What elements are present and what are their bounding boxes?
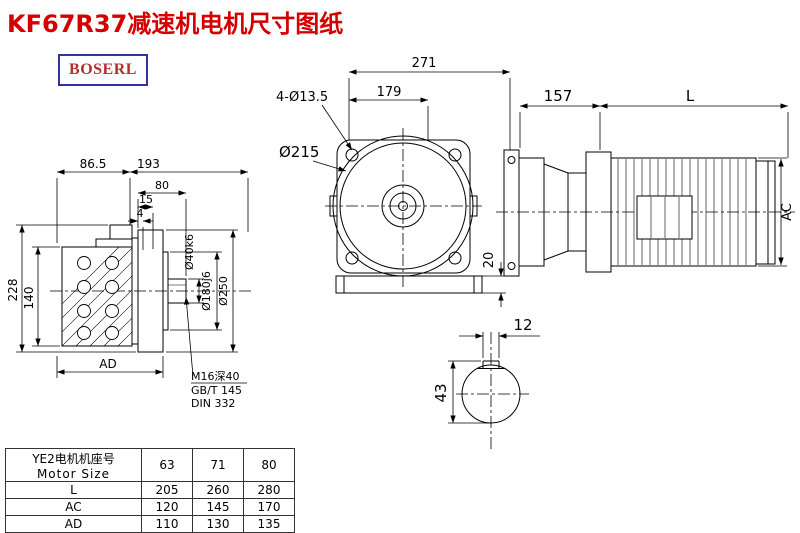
dim-flange-dia-label: Ø250 xyxy=(217,276,230,306)
dim-20-label: 20 xyxy=(482,252,497,269)
row-label-ad: AD xyxy=(5,515,142,533)
cell-ad-63: 110 xyxy=(141,515,193,533)
dim-157-label: 157 xyxy=(544,87,573,105)
table-header-row: YE2电机机座号 Motor Size 63 71 80 xyxy=(5,448,295,482)
boserl-logo-text: BOSERL xyxy=(69,61,137,78)
boserl-logo: BOSERL xyxy=(58,54,148,86)
dim-228-label: 228 xyxy=(6,279,20,302)
motor-view: 157 L AC xyxy=(496,87,795,277)
dim-15-label: 15 xyxy=(139,193,153,206)
dim-193-label: 193 xyxy=(137,157,160,171)
header-size-63: 63 xyxy=(141,448,193,482)
dim-86-5-label: 86.5 xyxy=(80,157,107,171)
page-title: KF67R37减速机电机尺寸图纸 xyxy=(7,10,344,38)
header-size-80: 80 xyxy=(243,448,295,482)
dim-ac-label: AC xyxy=(780,203,795,221)
front-view: 271 179 4-Ø13.5 Ø215 20 xyxy=(276,56,511,307)
cell-l-71: 260 xyxy=(192,481,244,499)
shaft-section-view: 12 43 xyxy=(432,316,540,452)
motor-size-table: YE2电机机座号 Motor Size 63 71 80 L 205 260 2… xyxy=(5,448,295,533)
table-row-ac: AC 120 145 170 xyxy=(5,498,295,516)
cell-l-80: 280 xyxy=(243,481,295,499)
dim-l-label: L xyxy=(686,87,695,105)
row-label-l: L xyxy=(5,481,142,499)
table-row-ad: AD 110 130 135 xyxy=(5,515,295,533)
table-row-l: L 205 260 280 xyxy=(5,481,295,499)
fan-cover xyxy=(755,160,776,265)
dim-179-label: 179 xyxy=(377,85,402,100)
side-view: 86.5 193 80 15 4 228 140 xyxy=(6,157,252,410)
dim-43-label: 43 xyxy=(432,383,450,402)
cell-ac-80: 170 xyxy=(243,498,295,516)
dim-flange-dia-215-label: Ø215 xyxy=(279,143,319,161)
note-gb-label: GB/T 145 xyxy=(191,384,242,397)
terminal-box xyxy=(636,195,693,240)
dim-140-label: 140 xyxy=(22,287,36,310)
shaft-circle xyxy=(461,364,521,424)
housing-bolt-holes xyxy=(77,256,119,340)
output-shaft xyxy=(167,278,187,304)
row-label-ac: AC xyxy=(5,498,142,516)
note-tap-label: M16深40 xyxy=(191,370,240,383)
dim-4-label: 4 xyxy=(137,207,144,220)
dim-spigot-dia-label: Ø180j6 xyxy=(200,271,213,311)
cell-ac-63: 120 xyxy=(141,498,193,516)
dim-bolt-holes-label: 4-Ø13.5 xyxy=(276,90,328,105)
header-size-71: 71 xyxy=(192,448,244,482)
dim-12-label: 12 xyxy=(513,316,532,334)
header-motor-size-en: Motor Size xyxy=(36,466,111,481)
cell-ad-71: 130 xyxy=(192,515,244,533)
dim-271-label: 271 xyxy=(412,56,437,71)
header-motor-size-cn: YE2电机机座号 xyxy=(32,451,115,466)
cell-l-63: 205 xyxy=(141,481,193,499)
header-motor-size: YE2电机机座号 Motor Size xyxy=(5,448,142,482)
cell-ac-71: 145 xyxy=(192,498,244,516)
cell-ad-80: 135 xyxy=(243,515,295,533)
dim-80-label: 80 xyxy=(155,179,169,192)
note-din-label: DIN 332 xyxy=(191,397,235,410)
dim-ad-label: AD xyxy=(99,357,116,371)
